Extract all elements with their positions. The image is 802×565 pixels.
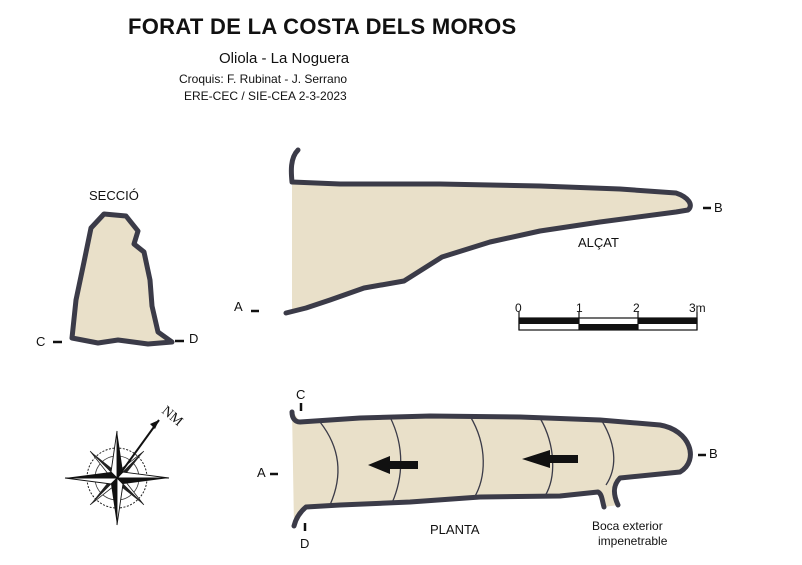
elevation-cave-outline: [292, 152, 692, 312]
north-arrow-icon: [116, 419, 160, 479]
survey-location: Oliola - La Noguera: [219, 50, 350, 67]
scale-label-2: 2: [633, 301, 640, 315]
compass-rose: NM: [64, 404, 186, 526]
entrance-note-line1: Boca exterior: [592, 519, 663, 533]
scale-label-3m: 3m: [689, 301, 706, 315]
section-cave-outline: [69, 211, 175, 347]
plan-wall-upper: [289, 409, 693, 508]
section-view-label: SECCIÓ: [89, 188, 139, 203]
elevation-roof-line: [283, 147, 693, 316]
point-label-c-section: C: [36, 334, 46, 349]
point-label-a-elevation: A: [234, 299, 243, 314]
plan-cave-outline: [292, 410, 691, 526]
survey-credits-authors: Croquis: F. Rubinat - J. Serrano: [179, 72, 348, 86]
plan-flow-arrows: [368, 450, 578, 474]
arrow-left-icon: [368, 456, 418, 474]
scale-segment-dark: [638, 318, 697, 324]
plan-section-line: [601, 420, 615, 486]
plan-section-line: [469, 415, 484, 499]
scale-segment-dark: [519, 318, 579, 324]
point-label-b-plan: B: [709, 446, 718, 461]
entrance-note-line2: impenetrable: [598, 534, 668, 548]
point-label-d-section: D: [189, 331, 199, 346]
compass-main-points: [64, 430, 170, 526]
point-label-d-plan: D: [300, 536, 310, 551]
point-label-c-plan: C: [296, 387, 306, 402]
elevation-view-label: ALÇAT: [578, 235, 619, 250]
plan-section-line: [319, 421, 339, 506]
survey-title: FORAT DE LA COSTA DELS MOROS: [128, 14, 517, 39]
scale-segment-dark: [579, 324, 638, 330]
arrow-left-icon: [522, 450, 578, 468]
plan-wall-lower: [291, 489, 607, 529]
point-markers: [53, 206, 711, 531]
survey-credits-date: ERE-CEC / SIE-CEA 2-3-2023: [184, 89, 347, 103]
scale-label-0: 0: [515, 301, 522, 315]
scale-label-1: 1: [576, 301, 583, 315]
point-label-b-elevation: B: [714, 200, 723, 215]
scale-bar: 0 1 2 3m: [515, 301, 706, 331]
compass-label: NM: [158, 404, 185, 430]
point-label-a-plan: A: [257, 465, 266, 480]
plan-view-label: PLANTA: [430, 522, 480, 537]
